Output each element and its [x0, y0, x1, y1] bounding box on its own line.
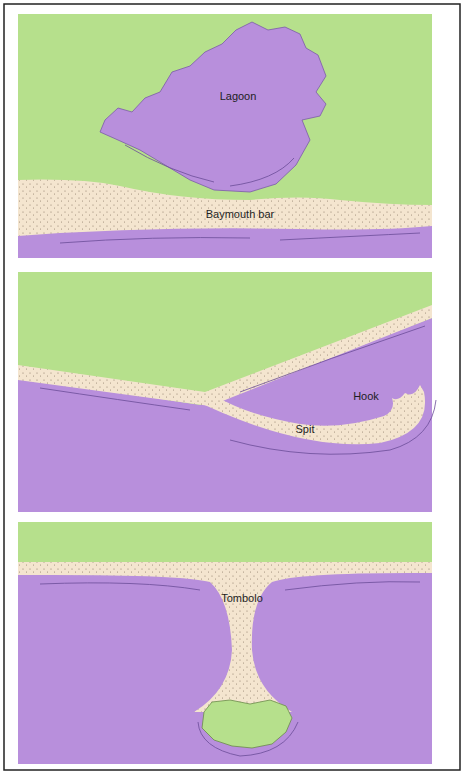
landform-label: Lagoon: [220, 90, 257, 102]
tombolo-panel: [18, 522, 432, 764]
frame: [4, 4, 460, 770]
baymouth-panel: [18, 14, 432, 258]
landform-label: Tombolo: [221, 592, 263, 604]
landform-label: Hook: [353, 390, 379, 402]
landform-label: Baymouth bar: [206, 208, 274, 220]
landform-label: Spit: [296, 423, 315, 435]
spit-panel: [18, 272, 436, 512]
